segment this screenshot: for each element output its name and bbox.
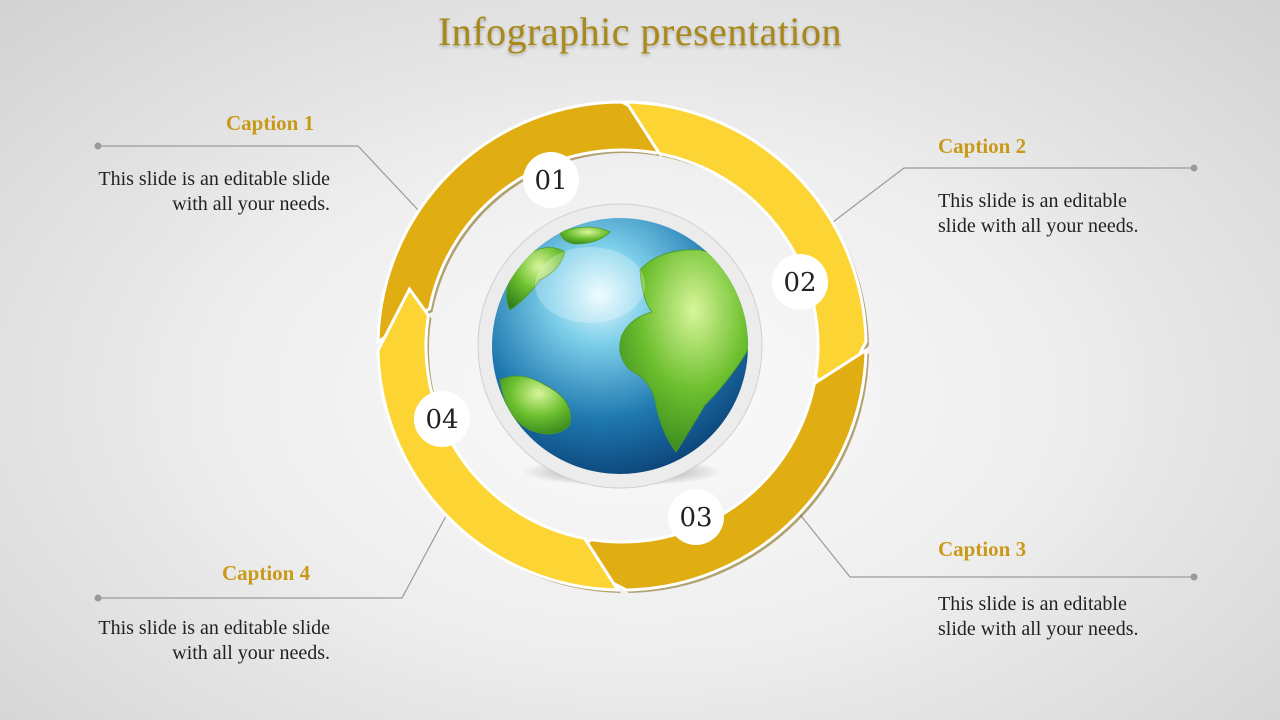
- caption-1-title: Caption 1: [226, 111, 315, 135]
- connector-caption-4: [98, 515, 447, 599]
- connector-lines: [98, 145, 1194, 599]
- caption-3-text: This slide is an editable slide with all…: [938, 593, 1139, 640]
- badge-number: 02: [783, 268, 816, 298]
- number-badges: 01 02 03 04: [414, 152, 828, 545]
- caption-4-title: Caption 4: [222, 561, 311, 585]
- badge-number: 03: [679, 503, 712, 533]
- connector-caption-3: [797, 511, 1194, 578]
- connector-dot: [1190, 573, 1198, 581]
- caption-4-text: This slide is an editable slide with all…: [98, 617, 330, 664]
- connector-caption-1: [98, 145, 421, 213]
- badge-02: 02: [772, 254, 828, 310]
- caption-2-text: This slide is an editable slide with all…: [938, 190, 1139, 237]
- connector-dot: [94, 594, 102, 602]
- badge-03: 03: [668, 489, 724, 545]
- badge-number: 01: [534, 166, 567, 196]
- globe-icon: [477, 203, 763, 489]
- connector-dot: [94, 142, 102, 150]
- badge-04: 04: [414, 391, 470, 447]
- badge-01: 01: [523, 152, 579, 208]
- caption-3-title: Caption 3: [938, 537, 1027, 561]
- caption-1-text: This slide is an editable slide with all…: [98, 168, 330, 215]
- connector-dot: [1190, 164, 1198, 172]
- connector-caption-2: [832, 167, 1194, 223]
- badge-number: 04: [425, 405, 458, 435]
- slide-title: Infographic presentation: [437, 9, 843, 54]
- caption-2-title: Caption 2: [938, 134, 1027, 158]
